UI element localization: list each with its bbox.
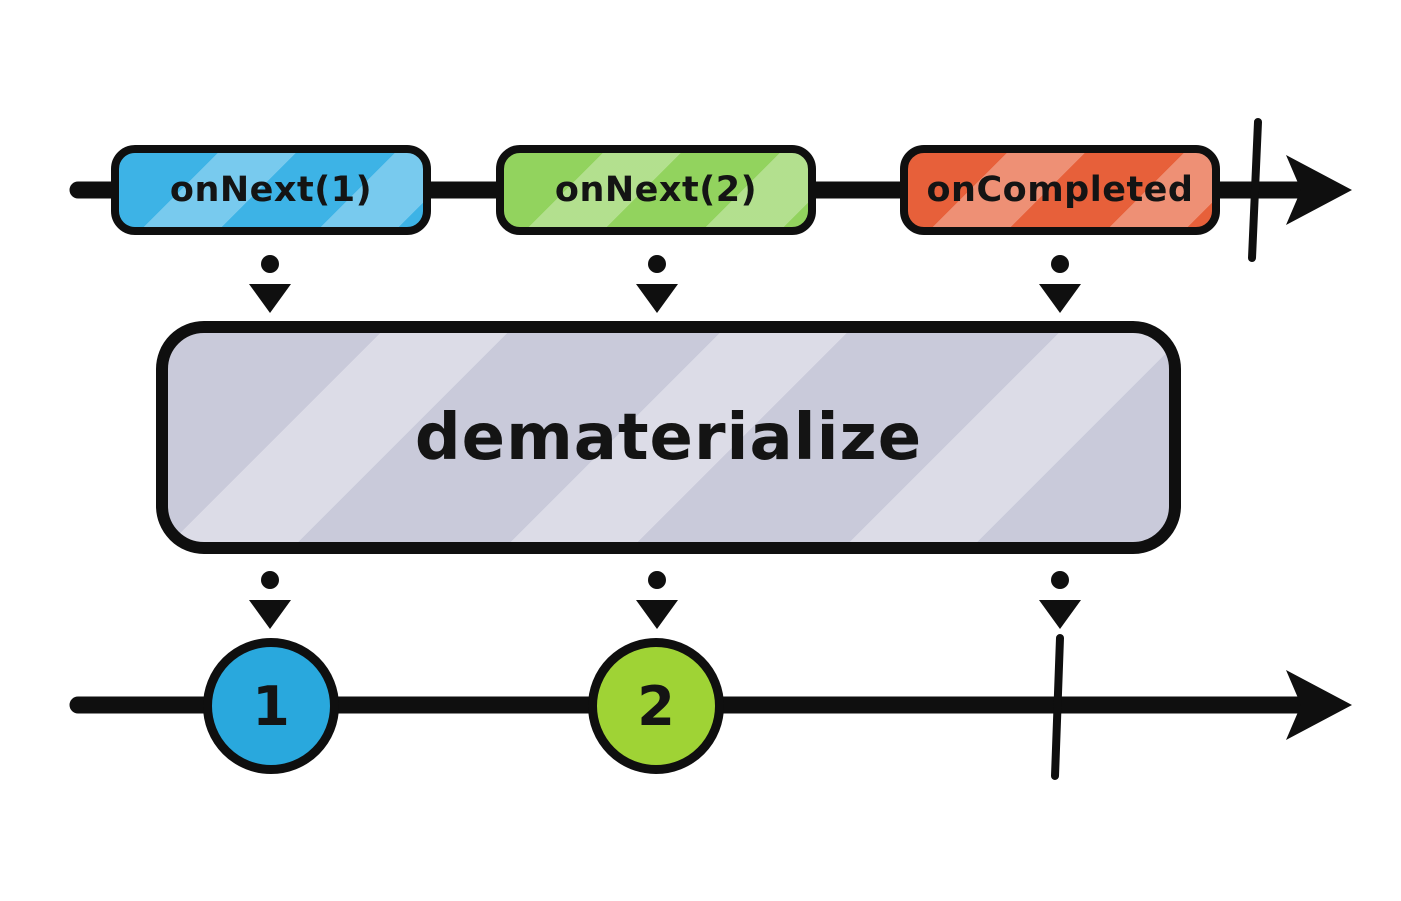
event-box-onnext-2: onNext(2) bbox=[496, 145, 816, 235]
down-arrow-icon bbox=[1039, 571, 1081, 629]
input-down-arrows bbox=[249, 255, 1081, 313]
completion-tick bbox=[1248, 118, 1262, 262]
timeline-arrowhead-icon bbox=[1286, 670, 1352, 740]
down-arrow-icon bbox=[636, 255, 678, 313]
operator-label: dematerialize bbox=[414, 400, 923, 475]
down-arrow-icon bbox=[249, 571, 291, 629]
event-label: onNext(1) bbox=[169, 170, 373, 210]
down-arrow-icon bbox=[1039, 255, 1081, 313]
marble-1: 1 bbox=[203, 638, 339, 774]
down-arrow-icon bbox=[636, 571, 678, 629]
timeline-arrowhead-icon bbox=[1286, 155, 1352, 225]
event-box-oncompleted: onCompleted bbox=[900, 145, 1220, 235]
down-arrow-icon bbox=[249, 255, 291, 313]
marble-label: 2 bbox=[637, 674, 675, 738]
operator-box: dematerialize bbox=[156, 321, 1181, 554]
event-label: onNext(2) bbox=[554, 170, 758, 210]
event-box-onnext-1: onNext(1) bbox=[111, 145, 431, 235]
marble-2: 2 bbox=[588, 638, 724, 774]
output-down-arrows bbox=[249, 571, 1081, 629]
completion-tick bbox=[1051, 634, 1064, 780]
marble-label: 1 bbox=[252, 674, 290, 738]
event-label: onCompleted bbox=[926, 170, 1194, 210]
